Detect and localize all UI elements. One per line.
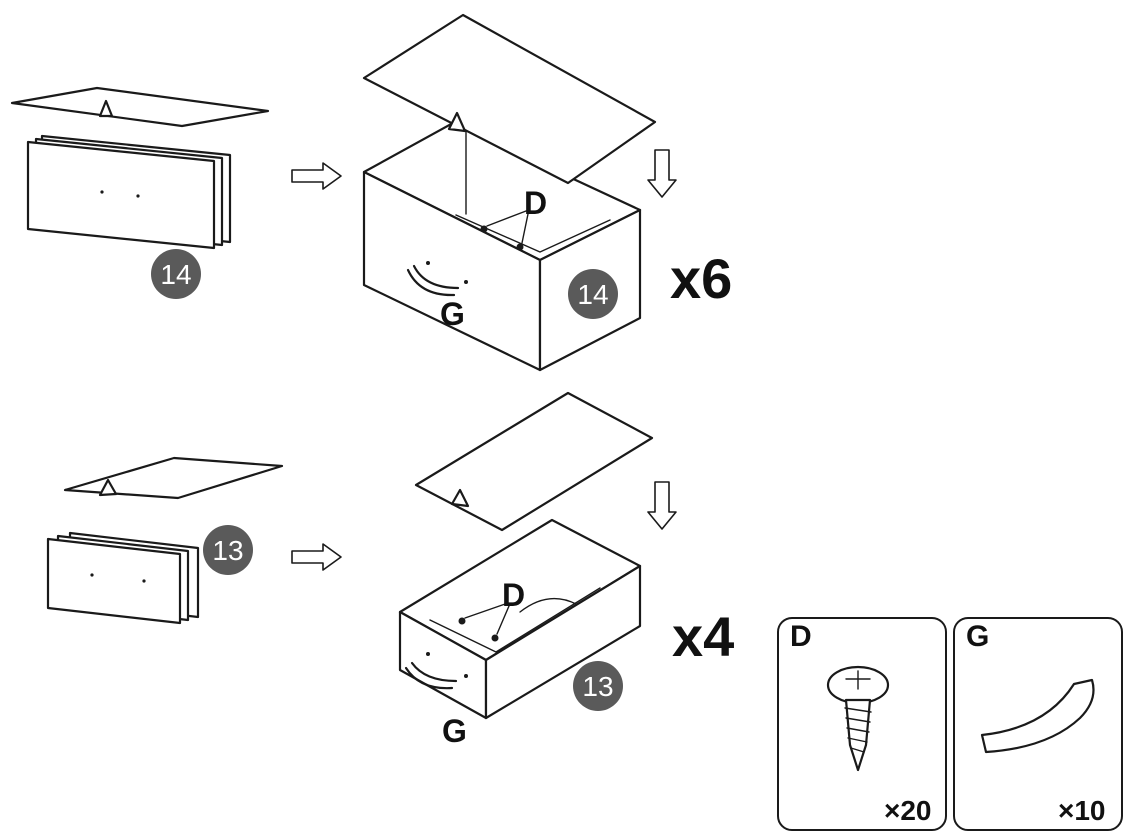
- step-1-loose-lid: [10, 86, 270, 128]
- step-2-top-lid: [414, 391, 654, 532]
- step-1-part-badge-small: 14: [151, 249, 201, 299]
- step-2-quantity: x4: [672, 605, 734, 668]
- svg-text:14: 14: [160, 259, 191, 290]
- step-2: 13 D G: [46, 391, 734, 749]
- handle-icon: [980, 678, 1095, 754]
- step-2-down-arrow-icon: [647, 481, 677, 530]
- step-2-right-arrow-icon: [291, 543, 342, 571]
- svg-text:14: 14: [577, 279, 608, 310]
- step-1-right-arrow-icon: [291, 162, 342, 190]
- step-1-screw-label: D: [524, 185, 547, 221]
- step-1-handle-label: G: [440, 296, 465, 332]
- step-2-loose-lid: [63, 456, 284, 500]
- hardware-g-count: ×10: [1058, 795, 1106, 826]
- hardware-d-label: D: [790, 620, 812, 653]
- step-1-quantity: x6: [670, 247, 732, 310]
- svg-text:13: 13: [582, 671, 613, 702]
- step-2-handle-label: G: [442, 713, 467, 749]
- step-1-top-lid: [362, 13, 657, 185]
- hardware-box-g: G ×10: [953, 617, 1123, 831]
- hardware-g-label: G: [966, 620, 989, 653]
- screw-icon: [826, 665, 890, 772]
- step-1-down-arrow-icon: [647, 149, 677, 198]
- step-2-loose-panels: [46, 531, 200, 625]
- hardware-box-d: D ×20: [777, 617, 947, 831]
- step-1-loose-panels: [26, 134, 232, 250]
- step-1-part-badge: 14: [568, 269, 618, 319]
- step-2-part-badge: 13: [573, 661, 623, 711]
- step-2-part-badge-small: 13: [203, 525, 253, 575]
- hardware-d-count: ×20: [884, 795, 932, 826]
- step-2-screw-label: D: [502, 577, 525, 613]
- svg-text:13: 13: [212, 535, 243, 566]
- step-1: 14 D G: [10, 13, 732, 372]
- step-2-assembled-box: [398, 518, 642, 720]
